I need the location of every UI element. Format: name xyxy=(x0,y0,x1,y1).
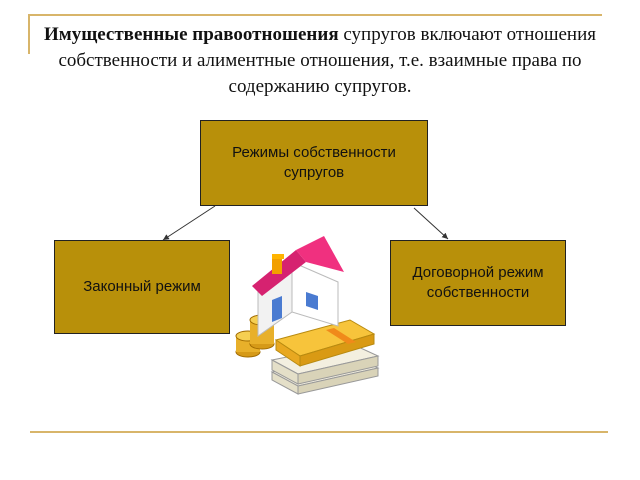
intro-paragraph: Имущественные правоотношения супругов вк… xyxy=(14,22,626,100)
node-legal-regime: Законный режим xyxy=(54,240,230,334)
intro-text: супругов включают отношения собственност… xyxy=(58,24,596,97)
banknote-stack-icon xyxy=(270,319,380,395)
frame-top-line xyxy=(28,14,602,16)
frame-bottom-line xyxy=(30,431,608,433)
arrow-to-legal-regime xyxy=(162,205,216,241)
node-property-regimes: Режимы собственности супругов xyxy=(200,120,428,206)
node-contract-regime: Договорной режим собственности xyxy=(390,240,566,326)
house-icon xyxy=(252,236,344,337)
intro-bold-term: Имущественные правоотношения xyxy=(43,24,339,45)
frame-left-line xyxy=(28,14,30,54)
arrow-to-contract-regime xyxy=(413,207,449,240)
